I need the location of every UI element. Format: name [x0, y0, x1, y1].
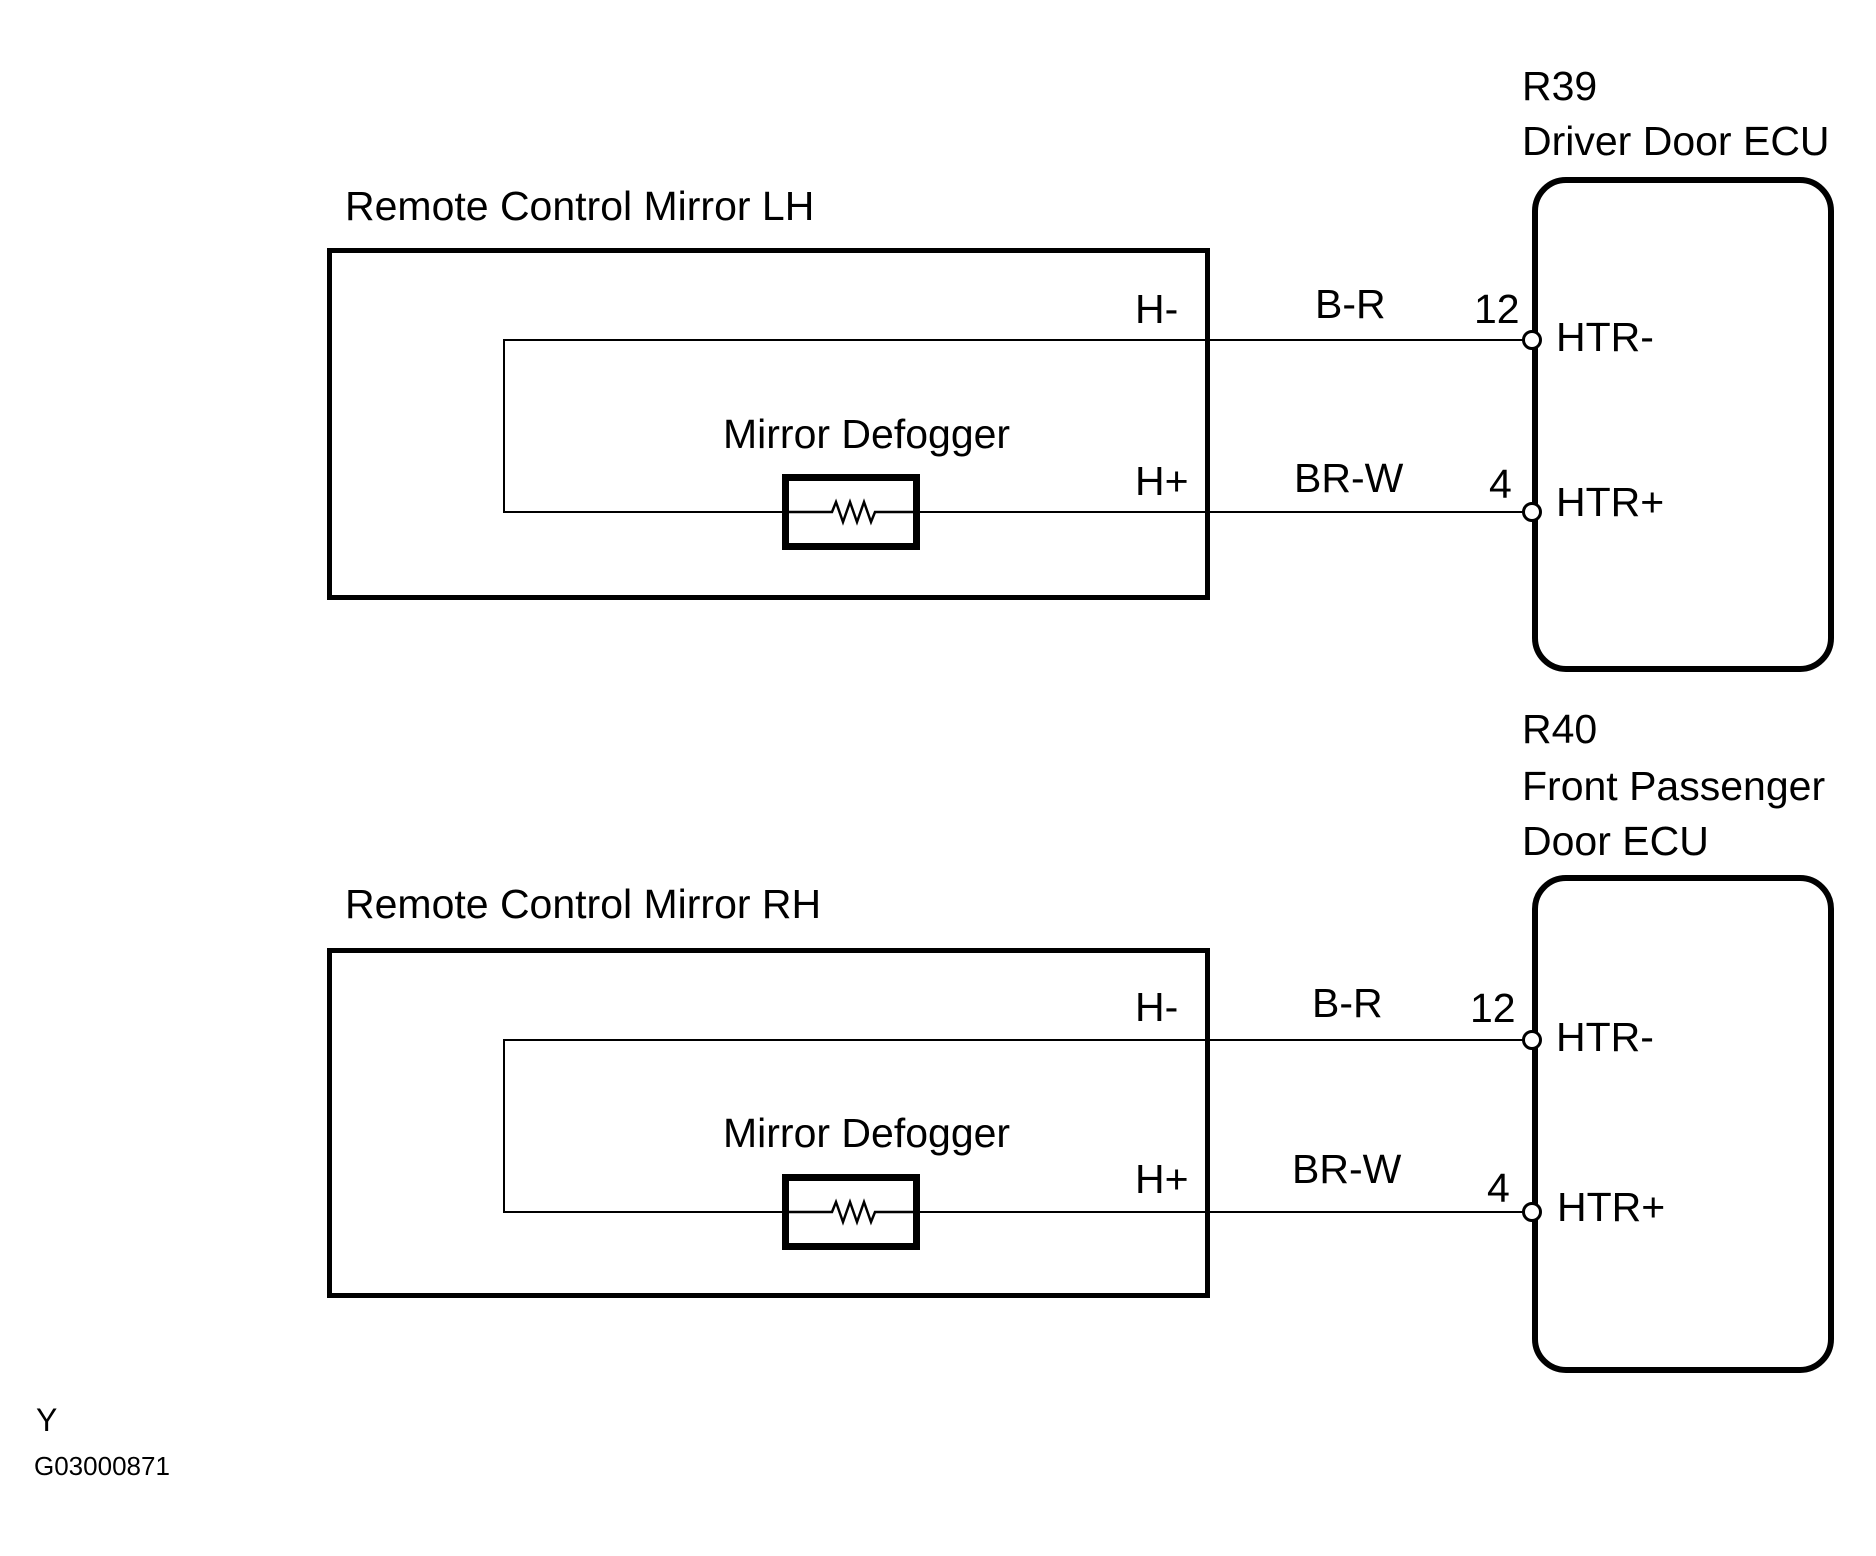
- ecu-r40-box: [1532, 875, 1834, 1373]
- ecu-r39-box: [1532, 177, 1834, 672]
- resistor-zigzag-icon: [789, 1198, 913, 1226]
- defogger-label-lh: Mirror Defogger: [723, 411, 1011, 457]
- pin-terminal-pos-rh: [1522, 1202, 1542, 1222]
- resistor-zigzag-icon: [789, 498, 913, 526]
- defogger-label-rh: Mirror Defogger: [723, 1110, 1011, 1156]
- pin-terminal-pos-lh: [1522, 502, 1542, 522]
- ecu-id-r39: R39: [1522, 63, 1598, 109]
- component-label-rh: Remote Control Mirror RH: [345, 881, 822, 927]
- terminal-neg-label-lh: H-: [1135, 286, 1179, 332]
- terminal-pos-label-lh: H+: [1135, 458, 1189, 504]
- component-label-lh: Remote Control Mirror LH: [345, 183, 815, 229]
- wire-color-neg-lh: B-R: [1315, 281, 1386, 327]
- wire-htr-neg-rh: [503, 1039, 1532, 1041]
- revision-code: Y: [36, 1402, 58, 1438]
- pin-number-neg-rh: 12: [1470, 985, 1516, 1031]
- defogger-resistor-rh: [782, 1174, 920, 1250]
- pin-name-pos-rh: HTR+: [1557, 1184, 1666, 1230]
- pin-terminal-neg-lh: [1522, 330, 1542, 350]
- wire-htr-pos-lh: [503, 511, 1532, 513]
- drawing-number: G03000871: [34, 1451, 170, 1481]
- wire-loop-connector-rh: [503, 1039, 505, 1213]
- wire-color-pos-rh: BR-W: [1292, 1146, 1402, 1192]
- wire-color-neg-rh: B-R: [1312, 980, 1383, 1026]
- pin-number-neg-lh: 12: [1474, 286, 1520, 332]
- wire-color-pos-lh: BR-W: [1294, 455, 1404, 501]
- wire-htr-neg-lh: [503, 339, 1532, 341]
- ecu-name-r40-line2: Door ECU: [1522, 818, 1709, 864]
- ecu-name-r39: Driver Door ECU: [1522, 118, 1830, 164]
- pin-number-pos-lh: 4: [1489, 461, 1512, 507]
- pin-name-pos-lh: HTR+: [1556, 479, 1665, 525]
- mirror-lh-box: [327, 248, 1210, 600]
- pin-terminal-neg-rh: [1522, 1030, 1542, 1050]
- defogger-resistor-lh: [782, 474, 920, 550]
- mirror-rh-box: [327, 948, 1210, 1298]
- pin-name-neg-lh: HTR-: [1556, 314, 1654, 360]
- ecu-id-r40: R40: [1522, 706, 1598, 752]
- terminal-pos-label-rh: H+: [1135, 1156, 1189, 1202]
- wire-loop-connector-lh: [503, 339, 505, 513]
- ecu-name-r40-line1: Front Passenger: [1522, 763, 1826, 809]
- pin-number-pos-rh: 4: [1487, 1165, 1510, 1211]
- pin-name-neg-rh: HTR-: [1556, 1014, 1654, 1060]
- terminal-neg-label-rh: H-: [1135, 984, 1179, 1030]
- wire-htr-pos-rh: [503, 1211, 1532, 1213]
